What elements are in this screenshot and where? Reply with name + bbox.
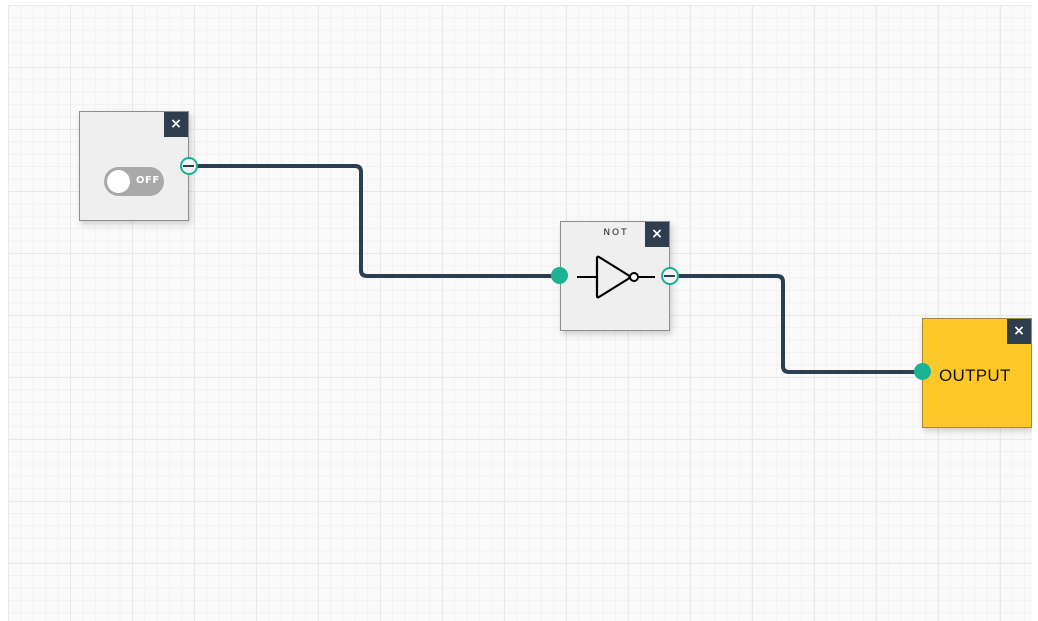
circuit-canvas[interactable]: × OFF NOT × × OUTPUT — [8, 5, 1032, 621]
switch-output-port[interactable] — [180, 157, 198, 175]
not-gate-icon — [577, 255, 655, 299]
gate-label: NOT — [603, 228, 629, 238]
output-label: OUTPUT — [939, 366, 1011, 385]
not-gate-input-port[interactable] — [551, 267, 568, 284]
switch-close-button[interactable]: × — [164, 112, 188, 137]
wire-switch-to-not[interactable] — [189, 164, 560, 278]
output-close-button[interactable]: × — [1007, 319, 1031, 344]
wire-not-to-output[interactable] — [670, 274, 922, 374]
output-input-port[interactable] — [914, 363, 931, 380]
wires-layer — [189, 164, 922, 374]
not-gate-node[interactable]: NOT × — [560, 221, 670, 331]
switch-toggle[interactable]: OFF — [104, 167, 164, 196]
toggle-knob — [107, 170, 130, 193]
output-node[interactable]: × OUTPUT — [922, 318, 1032, 428]
toggle-state-label: OFF — [136, 175, 160, 186]
not-gate-close-button[interactable]: × — [645, 222, 669, 247]
not-gate-output-port[interactable] — [661, 267, 679, 285]
switch-node[interactable]: × OFF — [79, 111, 189, 221]
